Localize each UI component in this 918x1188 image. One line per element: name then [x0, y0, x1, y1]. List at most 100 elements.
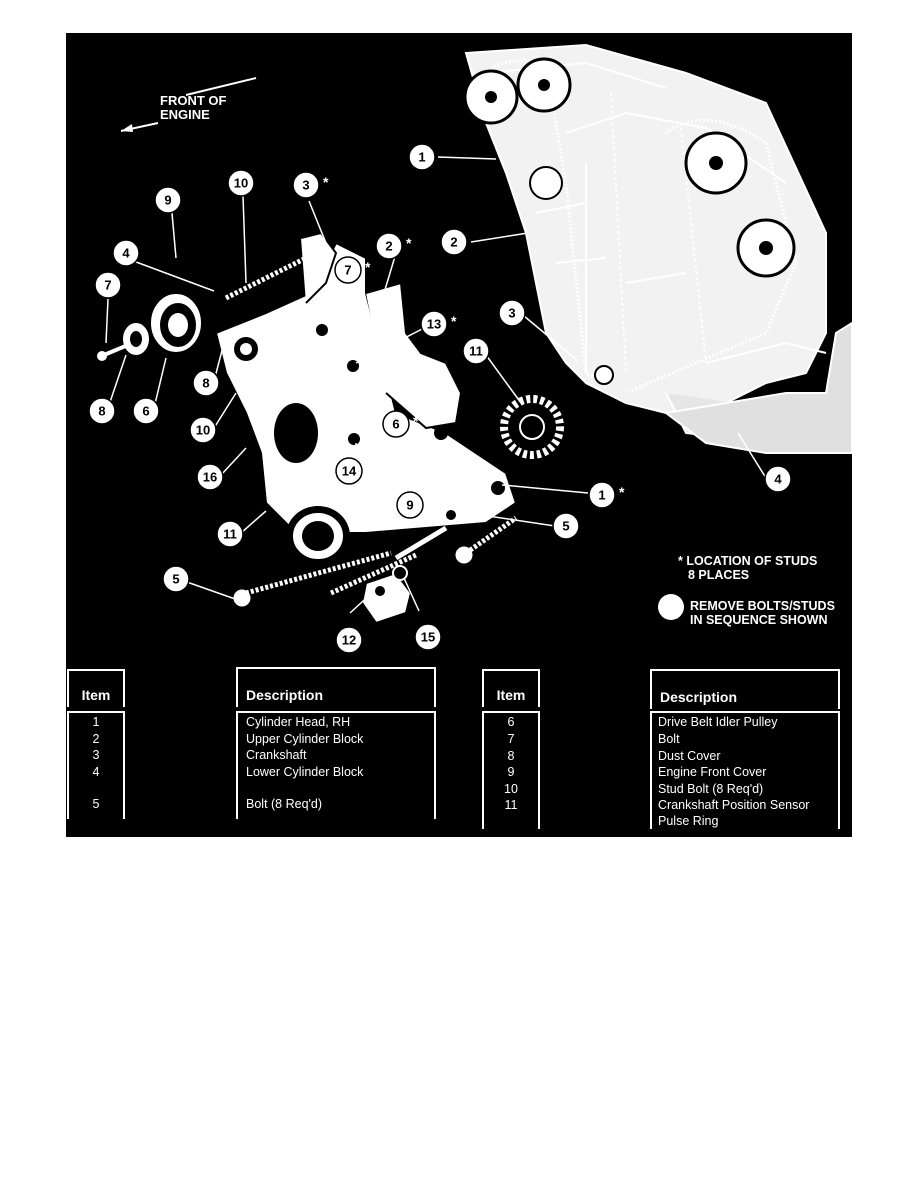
callout-circle — [112, 239, 140, 267]
stud-star-marker: * — [366, 460, 372, 476]
callout-circle — [94, 271, 122, 299]
callout-circle — [408, 143, 436, 171]
stud-star-marker: * — [413, 413, 419, 429]
callout-8: 8 — [192, 369, 220, 397]
callout-number: 5 — [172, 572, 179, 587]
callout-number: 2 — [385, 239, 392, 254]
idler-pulley — [97, 292, 203, 361]
callout-circle — [162, 565, 190, 593]
callout-circle — [440, 228, 468, 256]
callout-number: 10 — [234, 176, 248, 191]
callout-number: 7 — [344, 263, 351, 278]
legend-item-description: Stud Bolt (8 Req'd) — [658, 782, 764, 796]
callout-number: 12 — [342, 633, 356, 648]
front-label-line1: FRONT OF — [160, 93, 226, 108]
sequence-note-line1: REMOVE BOLTS/STUDS — [690, 599, 835, 613]
callout-circle — [396, 491, 424, 519]
callout-9: 9* — [396, 491, 433, 519]
callout-number: 9 — [164, 193, 171, 208]
callout-circle — [335, 457, 363, 485]
studs-note-line2: 8 PLACES — [688, 568, 749, 582]
stud-star-marker: * — [323, 174, 329, 190]
callout-6: 6 — [132, 397, 160, 425]
sequence-circle-icon — [658, 594, 684, 620]
callout-number: 4 — [122, 246, 130, 261]
callout-number: 11 — [223, 527, 237, 542]
callout-1: 1 — [408, 143, 436, 171]
legend-item-description: Bolt — [658, 732, 680, 746]
callout-circle — [88, 397, 116, 425]
callout-number: 3 — [302, 178, 309, 193]
callout-circle — [227, 169, 255, 197]
callout-16: 16 — [196, 463, 224, 491]
legend-item-number: 9 — [507, 765, 515, 779]
callout-number: 11 — [469, 344, 483, 359]
exploded-view-illustration: FRONT OF ENGINE — [88, 43, 852, 654]
item-header-right: Item — [482, 669, 540, 707]
legend-item-number: 3 — [92, 748, 100, 762]
callout-number: 6 — [142, 404, 149, 419]
notes: * LOCATION OF STUDS 8 PLACES REMOVE BOLT… — [658, 554, 835, 627]
pulse-ring — [500, 395, 564, 459]
callout-8: 8 — [88, 397, 116, 425]
callout-circle — [216, 520, 244, 548]
callout-number: 4 — [774, 472, 782, 487]
callout-circle — [414, 623, 442, 651]
callout-circle — [196, 463, 224, 491]
callout-circle — [335, 626, 363, 654]
callout-11: 11 — [216, 520, 244, 548]
studs-note-line1: * LOCATION OF STUDS — [678, 554, 817, 568]
callout-number: 6 — [392, 417, 399, 432]
front-of-engine-arrow: FRONT OF ENGINE — [120, 77, 257, 132]
callout-number: 13 — [427, 317, 441, 332]
legend-item-description: Lower Cylinder Block — [246, 765, 364, 779]
callout-circle — [292, 171, 320, 199]
callout-number: 7 — [104, 278, 111, 293]
legend-item-number: 6 — [507, 715, 515, 729]
callout-10: 10 — [189, 416, 217, 444]
callout-circle — [154, 186, 182, 214]
legend-item-description: Cylinder Head, RH — [246, 715, 351, 729]
callout-1: 1* — [588, 481, 625, 509]
engine-front-cover-diagram: FRONT OF ENGINE — [66, 33, 852, 837]
callout-number: 9 — [406, 498, 413, 513]
callout-circle — [334, 256, 362, 284]
legend-item-description: Upper Cylinder Block — [246, 732, 364, 746]
callout-2: 2 — [440, 228, 468, 256]
legend-item-description: Bolt (8 Req'd) — [246, 797, 323, 811]
callout-5: 5 — [552, 512, 580, 540]
engine-front-cover — [214, 231, 518, 566]
callout-circle — [382, 410, 410, 438]
legend-item-description: Crankshaft — [246, 748, 307, 762]
callout-circle — [420, 310, 448, 338]
callout-number: 5 — [562, 519, 569, 534]
legend-item-number: 1 — [92, 715, 100, 729]
callout-10: 10 — [227, 169, 255, 197]
legend-item-number: 11 — [504, 798, 518, 812]
item-column — [67, 711, 125, 819]
legend-item-description: Crankshaft Position Sensor Pulse Ring — [658, 798, 810, 828]
legend-item-description: Dust Cover — [658, 749, 721, 763]
lower-cylinder-block — [663, 321, 852, 454]
legend-item-number: 10 — [504, 782, 518, 796]
callout-14: 14* — [335, 457, 372, 485]
callout-5: 5 — [162, 565, 190, 593]
legend-item-number: 4 — [92, 765, 100, 779]
bolts-and-studs — [224, 255, 518, 607]
legend-item-number: 5 — [92, 797, 100, 811]
description-header-right: Description — [650, 669, 840, 709]
callout-2: 2* — [375, 232, 412, 260]
callout-number: 15 — [421, 630, 435, 645]
stud-star-marker: * — [365, 259, 371, 275]
description-header: Description — [236, 667, 436, 707]
callout-number: 10 — [196, 423, 210, 438]
callout-circle — [588, 481, 616, 509]
stud-star-marker: * — [427, 494, 433, 510]
sequence-note-line2: IN SEQUENCE SHOWN — [690, 613, 828, 627]
callout-circle — [375, 232, 403, 260]
callout-3: 3* — [292, 171, 329, 199]
callout-4: 4 — [112, 239, 140, 267]
callout-group: 1234111093*2*477*13*86810166*14*111*9*55… — [88, 143, 792, 654]
legend-item-number: 7 — [507, 732, 515, 746]
description-column — [236, 711, 436, 819]
